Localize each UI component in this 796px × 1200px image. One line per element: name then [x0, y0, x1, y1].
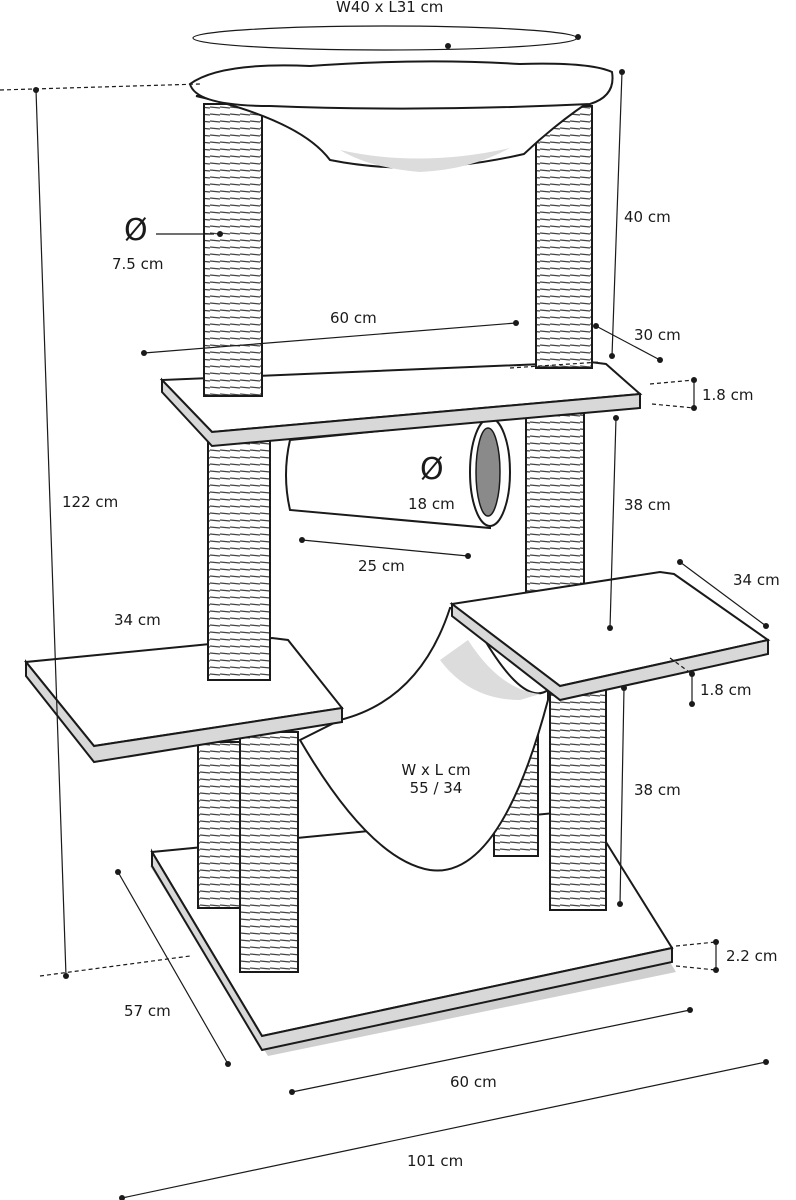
dimension-lines — [0, 25, 767, 1199]
top-platform-depth-label: 30 cm — [634, 326, 681, 344]
top-hammock — [188, 60, 614, 172]
top-platform-width-label: 60 cm — [330, 309, 377, 327]
top-post-height-label: 40 cm — [624, 208, 671, 226]
post-diameter-label: 7.5 cm — [112, 255, 164, 273]
lower-post-height-label: 38 cm — [634, 781, 681, 799]
right-platform-thickness-label: 1.8 cm — [700, 681, 752, 699]
hammock-size-heading: W x L cm — [401, 761, 471, 779]
hammock-size-value: 55 / 34 — [409, 779, 463, 797]
tunnel-length-label: 25 cm — [358, 557, 405, 575]
top-posts — [203, 103, 593, 397]
tunnel-diameter-symbol: Ø — [420, 452, 444, 487]
dimension-endpoints — [33, 34, 769, 1200]
base-width-label: 60 cm — [450, 1073, 497, 1091]
base-depth-label: 57 cm — [124, 1002, 171, 1020]
tunnel — [285, 417, 511, 530]
total-height-label: 122 cm — [62, 493, 119, 511]
base-thickness-label: 2.2 cm — [726, 947, 778, 965]
top-platform-thickness-label: 1.8 cm — [702, 386, 754, 404]
lower-hammock — [298, 606, 549, 872]
tunnel-diameter-label: 18 cm — [408, 495, 455, 513]
post-diameter-symbol: Ø — [124, 213, 148, 248]
right-platform-width-label: 34 cm — [733, 571, 780, 589]
top-platform — [159, 360, 643, 448]
top-hammock-size-label: W40 x L31 cm — [336, 0, 444, 16]
middle-post-height-label: 38 cm — [624, 496, 671, 514]
left-platform-width-label: 34 cm — [114, 611, 161, 629]
total-width-label: 101 cm — [407, 1152, 464, 1170]
